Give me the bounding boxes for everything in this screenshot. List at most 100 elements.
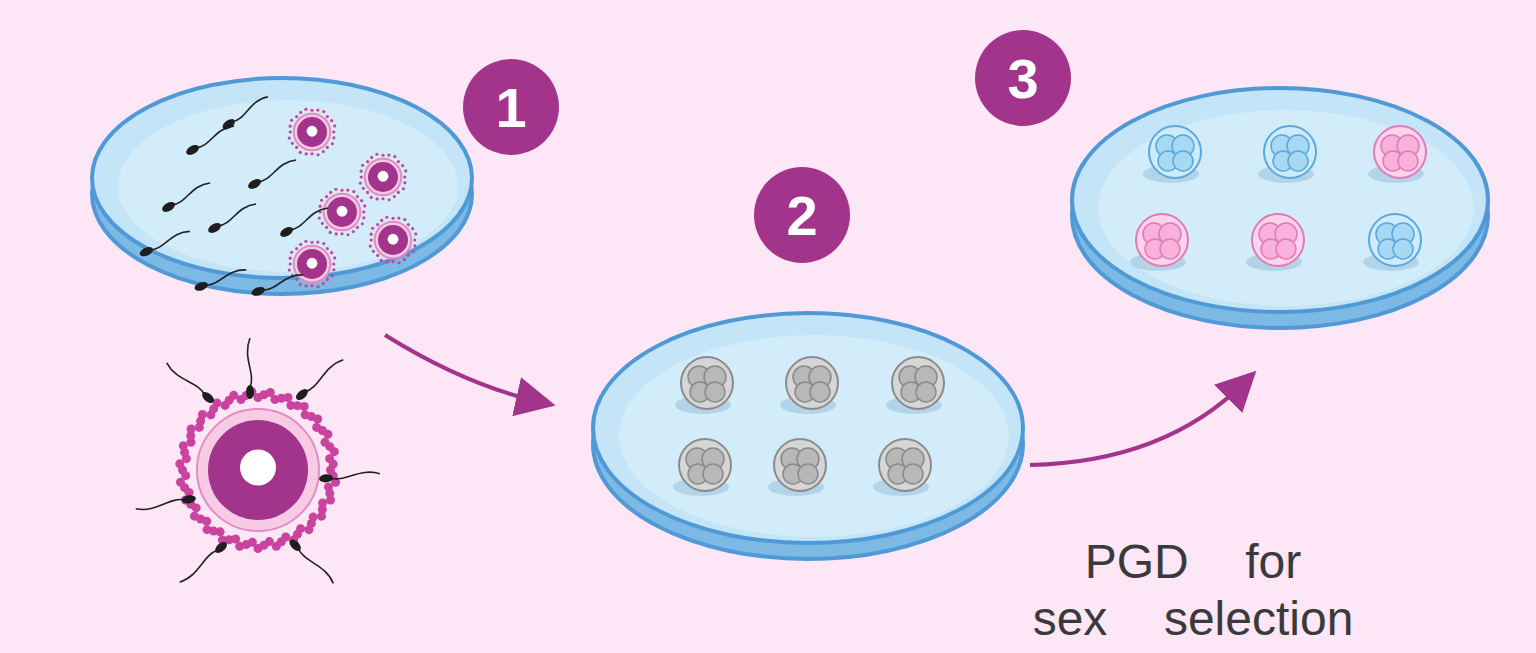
drawing-part <box>324 194 361 231</box>
drawing-part <box>288 268 291 271</box>
drawing-part <box>313 415 322 424</box>
drawing-part <box>295 278 298 281</box>
drawing-part <box>340 189 343 192</box>
drawing-part <box>1264 126 1316 178</box>
drawing-part <box>321 222 324 225</box>
drawing-part <box>193 280 209 292</box>
drawing-part <box>381 154 384 157</box>
drawing-part <box>330 471 380 479</box>
drawing-part <box>295 115 298 118</box>
sperm <box>294 357 346 402</box>
drawing-part <box>879 439 931 491</box>
oocyte <box>288 108 337 157</box>
embryo <box>886 357 944 414</box>
drawing-part <box>257 158 297 184</box>
drawing-part <box>375 153 378 156</box>
drawing-part <box>181 494 196 504</box>
drawing-part <box>366 160 369 163</box>
oocyte <box>359 153 408 202</box>
drawing-part <box>326 247 329 250</box>
embryo <box>1368 126 1426 183</box>
drawing-part <box>304 108 307 111</box>
drawing-part <box>187 424 196 433</box>
drawing-part <box>332 130 335 133</box>
drawing-part <box>304 240 307 243</box>
drawing-part <box>798 464 818 484</box>
drawing-part <box>329 231 332 234</box>
drawing-part <box>356 226 359 229</box>
drawing-part <box>352 190 355 193</box>
sperm <box>278 205 330 239</box>
drawing-part <box>371 227 374 230</box>
drawing-part <box>413 244 416 247</box>
drawing-part <box>221 117 237 132</box>
drawing-part <box>362 216 365 219</box>
drawing-part <box>1173 151 1193 171</box>
drawing-part <box>307 258 318 269</box>
drawing-part <box>352 230 355 233</box>
drawing-part <box>310 109 313 112</box>
drawing-part <box>366 191 369 194</box>
drawing-part <box>337 206 348 217</box>
drawing-part <box>368 162 398 192</box>
drawing-part <box>92 78 472 278</box>
drawing-part <box>325 195 328 198</box>
drawing-part <box>331 142 334 145</box>
sperm <box>177 540 229 585</box>
drawing-part <box>288 136 291 139</box>
embryo <box>1143 126 1201 183</box>
drawing-part <box>327 197 357 227</box>
drawing-part <box>295 247 298 250</box>
drawing-part <box>198 410 207 419</box>
drawing-part <box>375 222 412 259</box>
flow-arrow <box>1030 382 1245 465</box>
drawing-part <box>356 195 359 198</box>
embryo <box>673 439 731 496</box>
drawing-part <box>810 382 830 402</box>
embryo <box>873 439 931 496</box>
drawing-part <box>359 181 362 184</box>
drawing-part <box>362 187 365 190</box>
oocyte <box>175 387 340 553</box>
sperm <box>287 537 336 586</box>
drawing-part <box>200 390 216 405</box>
drawing-part <box>323 430 332 439</box>
petri-dish <box>593 313 1023 559</box>
drawing-part <box>370 196 373 199</box>
drawing-part <box>397 191 400 194</box>
drawing-part <box>340 232 343 235</box>
drawing-part <box>376 254 379 257</box>
sperm <box>160 180 212 214</box>
drawing-part <box>135 498 185 511</box>
sperm <box>250 271 304 297</box>
drawing-part <box>325 226 328 229</box>
drawing-part <box>1252 214 1304 266</box>
step-circle: 2 <box>754 167 850 263</box>
drawing-part <box>217 202 257 228</box>
oocyte <box>318 188 367 237</box>
drawing-part <box>208 420 308 520</box>
drawing-part <box>411 227 414 230</box>
step-circle: 3 <box>975 30 1071 126</box>
drawing-part <box>326 146 329 149</box>
sperm <box>193 266 247 292</box>
drawing-part <box>397 261 400 264</box>
drawing-part <box>246 177 262 191</box>
drawing-part <box>289 257 292 260</box>
drawing-part <box>412 250 415 253</box>
drawing-part <box>376 197 379 200</box>
embryo <box>1363 214 1421 271</box>
drawing-part <box>334 188 337 191</box>
drawing-part <box>370 238 373 241</box>
drawing-part <box>370 233 373 236</box>
drawing-part <box>1369 214 1421 266</box>
drawing-part <box>386 260 389 263</box>
embryo <box>780 357 838 414</box>
petri-dish <box>92 78 472 294</box>
drawing-part <box>138 245 154 258</box>
drawing-part <box>393 195 396 198</box>
drawing-part <box>380 219 383 222</box>
drawing-part <box>171 181 211 207</box>
drawing-part <box>261 273 304 292</box>
